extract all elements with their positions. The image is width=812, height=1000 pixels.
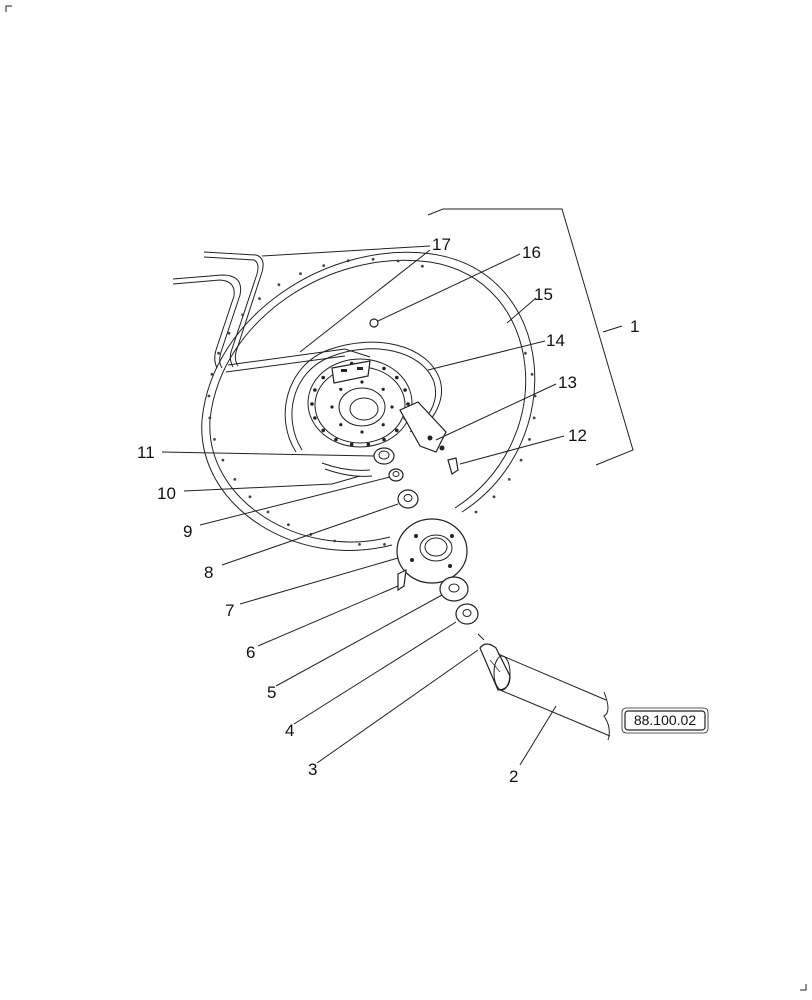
rim-hole [227,331,231,335]
hub-hole [395,375,399,380]
callout-16: 16 [522,243,541,262]
hub-hole [349,442,354,447]
rim-hole [358,543,361,546]
rim-hole [532,416,536,420]
hub-hole [395,428,399,433]
crop-mark-bottom-right [800,984,807,991]
hub-plate-slot [341,369,347,372]
hub-bolt-hole [390,405,394,409]
rim-hole [346,259,350,263]
hub-hole [403,388,407,392]
rim-hole [528,438,531,441]
callout-15: 15 [534,285,553,304]
rim-hole [299,272,302,276]
rim-hole [277,283,281,287]
hub-plate-slot [357,367,363,370]
callout-3: 3 [308,760,317,779]
pin-item-10 [331,475,361,485]
hub-hole [321,375,326,380]
callout-5: 5 [267,683,276,702]
reference-box[interactable]: 88.100.02 [621,707,709,734]
rim-hole [421,264,424,268]
rim-hole [287,523,290,527]
hub-hole [313,416,317,420]
handle-item-3 [477,633,511,691]
rim-hole [371,257,375,261]
rim-hole [213,438,216,441]
bracket-item-13 [399,401,447,453]
hub-hole [366,442,371,447]
callout-12: 12 [568,426,587,445]
callout-1: 1 [630,317,639,336]
hub-hole [334,437,338,442]
hub-hole [382,437,386,442]
callout-14: 14 [546,331,565,350]
callout-13: 13 [558,373,577,392]
hub-plate [331,360,371,384]
callout-6: 6 [246,643,255,662]
rim-hole [266,510,270,514]
bearing-item-5 [439,576,469,602]
hub-bolt-hole [360,430,364,434]
wheel-disc-item-15 [201,251,537,551]
nut-item-16 [369,318,379,328]
rim-hole [248,495,252,499]
callout-labels: 1 2 3 4 5 6 7 8 9 10 11 12 13 14 15 16 1… [137,235,639,786]
crop-mark-top-left [5,5,12,12]
rim-hole [519,458,523,462]
callout-10: 10 [157,484,176,503]
rim-hole [530,372,534,376]
bushing-item-11 [373,447,395,465]
callout-7: 7 [225,601,234,620]
hub-bolt-hole [381,387,385,391]
callout-8: 8 [204,563,213,582]
collar-item-9 [388,468,404,482]
rim-hole [533,394,537,398]
rim-hole [217,351,221,355]
bearing-item-8 [397,489,419,509]
hub-bolt-hole [360,380,364,384]
callout-2: 2 [509,767,518,786]
clip-item-6 [397,568,407,592]
rim-hole [474,510,478,514]
hub-hole [310,402,314,406]
reference-code: 88.100.02 [634,712,696,728]
rim-hole [396,259,400,263]
washer-item-4 [455,603,479,625]
tube-item-17 [172,251,371,373]
hub-hole [321,428,326,433]
hub-hole [406,402,410,406]
assembly-bracket [427,208,634,466]
rim-hole [258,297,261,300]
screw-item-12 [447,457,459,475]
callout-4: 4 [285,721,294,740]
callout-17: 17 [432,235,451,254]
rim-hole [492,495,496,499]
rim-hole [322,264,326,267]
rim-hole [333,539,337,543]
callout-11: 11 [137,443,155,462]
flange-item-7 [396,518,468,584]
leader-lines [161,245,623,766]
hub-bolt-hole [330,405,334,409]
rim-hole [507,478,511,481]
rim-hole [207,394,211,398]
rim-hole [221,458,225,462]
callout-9: 9 [183,522,192,541]
hub-bolt-hole [339,423,343,427]
rim-hole [208,416,212,420]
rim-hole [210,372,214,376]
rim-hole [233,478,237,481]
rim-hole [383,543,386,546]
hub-bolt-hole [339,387,343,391]
rim-hole [241,313,245,317]
shaft-item-2 [493,653,611,741]
hub-hole [313,388,317,392]
rim-hole [524,351,527,355]
hub-hole [382,366,386,371]
hub-bolt-hole [381,423,385,427]
crop-marks [5,5,807,991]
